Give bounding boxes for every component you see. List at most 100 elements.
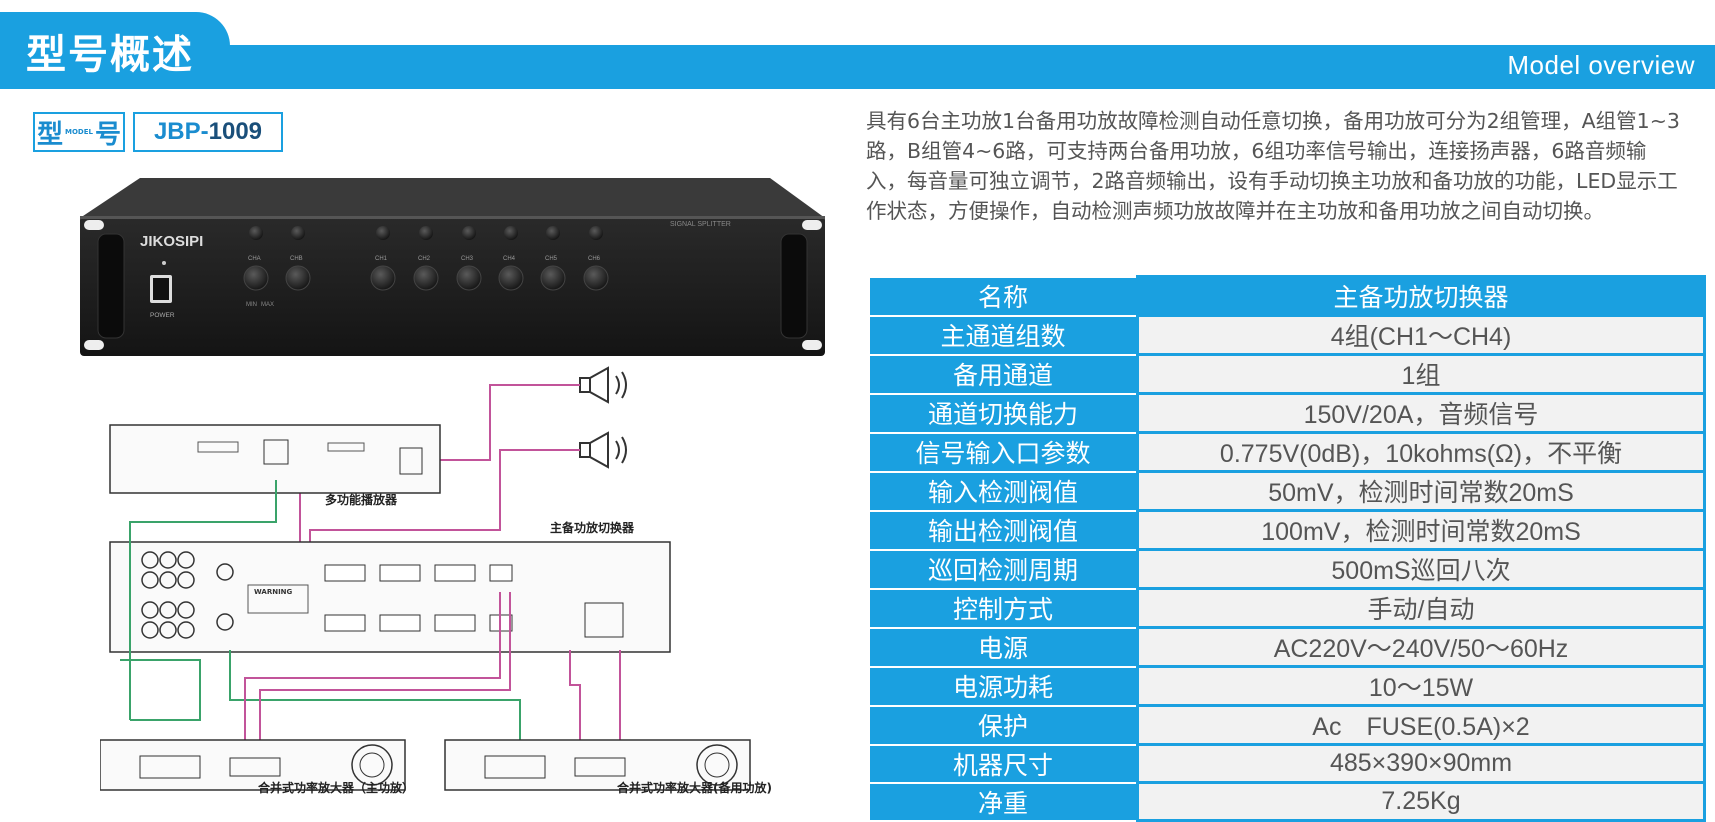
knob[interactable]	[589, 226, 603, 240]
handle-right	[780, 233, 808, 339]
spec-value: 1组	[1136, 353, 1706, 395]
warning-label: WARNING	[254, 588, 293, 596]
spec-value: 485×390×90mm	[1136, 743, 1706, 784]
channel-label: CH6	[588, 256, 601, 262]
channel-label: CHB	[290, 256, 303, 262]
knob[interactable]	[419, 226, 433, 240]
small-knobs	[249, 226, 603, 240]
amp-main-label: 合并式功率放大器（主功放）	[258, 781, 415, 795]
spec-value: 10～15W	[1136, 665, 1706, 707]
min-label: MIN	[246, 302, 257, 308]
volume-knob[interactable]	[370, 265, 396, 291]
model-label-box: 型 MODEL 号	[33, 112, 125, 152]
power-label: POWER	[150, 312, 175, 319]
spec-value: 150V/20A，音频信号	[1136, 392, 1706, 434]
spec-key: 电源功耗	[868, 665, 1139, 707]
spec-value: 7.25Kg	[1136, 781, 1706, 822]
volume-knob[interactable]	[583, 265, 609, 291]
fan-icon	[696, 744, 738, 786]
switcher-box	[109, 541, 671, 653]
spec-value: AC220V～240V/50～60Hz	[1136, 626, 1706, 668]
rca-ports	[141, 551, 234, 639]
amp-backup-box	[444, 739, 751, 791]
amp-ports	[139, 755, 626, 779]
spec-value: Ac FUSE(0.5A)×2	[1136, 704, 1706, 746]
spec-key: 备用通道	[868, 353, 1139, 395]
large-knobs	[243, 265, 609, 291]
volume-knob[interactable]	[413, 265, 439, 291]
spec-key: 机器尺寸	[868, 743, 1139, 784]
knob[interactable]	[504, 226, 518, 240]
volume-knob[interactable]	[285, 265, 311, 291]
spec-key: 保护	[868, 704, 1139, 746]
header-tab	[0, 12, 230, 89]
spec-value: 500mS巡回八次	[1136, 548, 1706, 590]
device-brand: JIKOSIPI	[140, 233, 203, 250]
volume-knob[interactable]	[456, 265, 482, 291]
rack-hole	[84, 340, 104, 350]
knob[interactable]	[462, 226, 476, 240]
wiring-diagram: 多功能播放器 主备功放切换器 WARNING	[100, 366, 751, 791]
channel-label: CH2	[418, 256, 431, 262]
spec-value: 100mV，检测时间常数20mS	[1136, 509, 1706, 551]
knob[interactable]	[546, 226, 560, 240]
rack-hole	[802, 220, 822, 230]
spec-key: 主通道组数	[868, 314, 1139, 356]
page-subtitle: Model overview	[1507, 50, 1695, 80]
volume-knob[interactable]	[540, 265, 566, 291]
spec-key: 通道切换能力	[868, 392, 1139, 434]
channel-label: CH4	[503, 256, 516, 262]
rack-hole	[84, 220, 104, 230]
volume-knob[interactable]	[498, 265, 524, 291]
speaker-icon	[579, 366, 627, 404]
knob[interactable]	[249, 226, 263, 240]
knob[interactable]	[291, 226, 305, 240]
player-label: 多功能播放器	[325, 492, 398, 507]
spec-key: 控制方式	[868, 587, 1139, 629]
spec-value: 主备功放切换器	[1136, 275, 1706, 317]
spec-key: 输入检测阀值	[868, 470, 1139, 512]
spec-header-row: 名称 主备功放切换器	[868, 275, 1706, 317]
power-socket	[584, 602, 624, 638]
switcher-label: 主备功放切换器	[550, 520, 635, 535]
spec-key: 净重	[868, 781, 1139, 822]
spec-value: 手动/自动	[1136, 587, 1706, 629]
channel-label: CH5	[545, 256, 558, 262]
amp-main-box	[100, 739, 406, 791]
spec-key: 信号输入口参数	[868, 431, 1139, 473]
fan-icon	[351, 744, 393, 786]
volume-knob[interactable]	[243, 265, 269, 291]
power-led	[162, 261, 166, 265]
speaker-icon	[579, 431, 627, 469]
header-bar	[0, 45, 1715, 89]
device-panel-label: SIGNAL SPLITTER	[670, 221, 731, 228]
spec-key: 输出检测阀值	[868, 509, 1139, 551]
model-label-small: MODEL	[65, 128, 93, 136]
channel-label: CH1	[375, 256, 388, 262]
rack-hole	[802, 340, 822, 350]
spec-row: 控制方式手动/自动	[868, 587, 1706, 629]
page-title: 型号概述	[26, 32, 194, 78]
spec-key: 名称	[868, 275, 1139, 317]
spec-value: 0.775V(0dB)，10kohms(Ω)，不平衡	[1136, 431, 1706, 473]
spec-value: 4组(CH1～CH4)	[1136, 314, 1706, 356]
amp-backup-label: 合并式功率放大器(备用功放)	[617, 781, 772, 795]
knob[interactable]	[376, 226, 390, 240]
model-number: 1009	[208, 118, 263, 145]
max-label: MAX	[261, 302, 274, 308]
warning-plate	[247, 584, 309, 614]
model-value-box: JBP- 1009	[133, 112, 283, 152]
model-prefix: JBP-	[153, 118, 209, 145]
